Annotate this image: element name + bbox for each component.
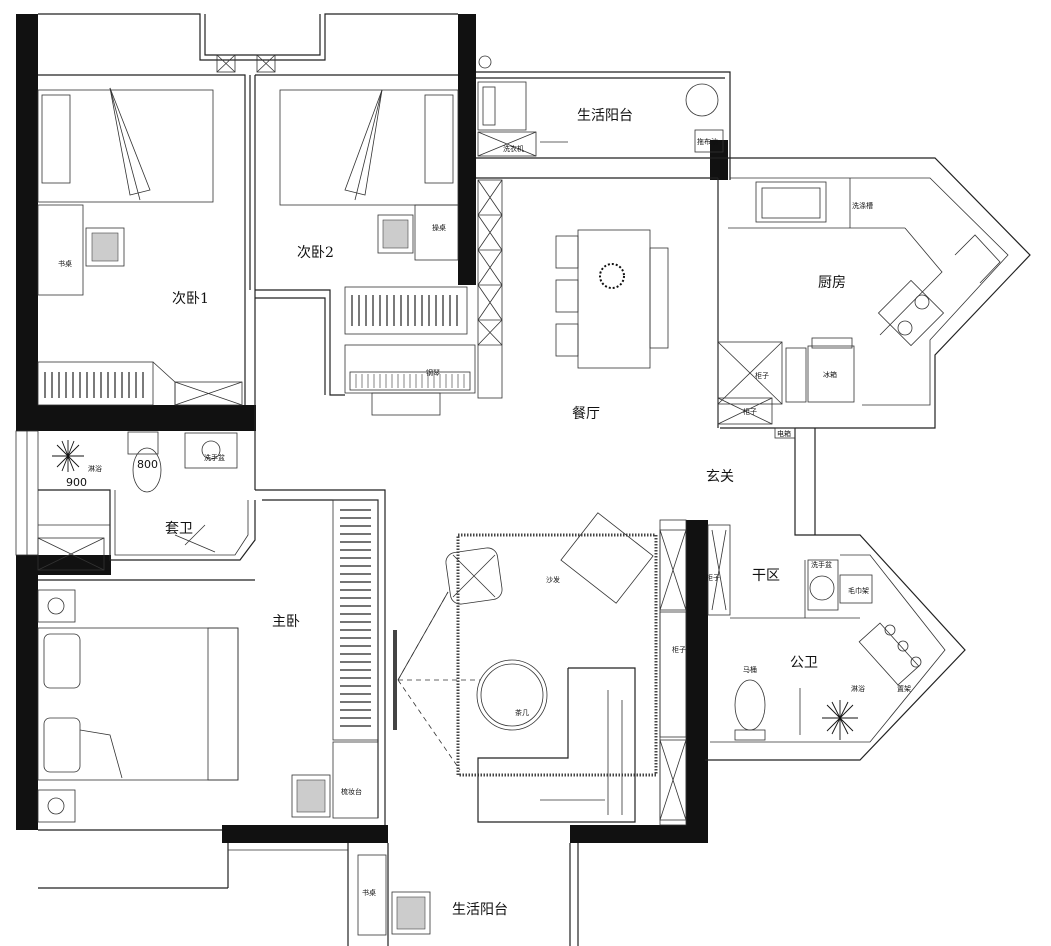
label-entrance: 玄关 [706,468,734,485]
walls [16,14,728,843]
label-shower-width: 900 [66,476,87,489]
label-shower-ensuite: 淋浴 [88,464,102,473]
label-dry-area: 干区 [752,568,780,584]
label-cabinet-kitchen2: 柜子 [743,407,757,416]
label-makeup-table: 梳妆台 [341,787,362,796]
label-toilet-width: 800 [137,458,158,471]
room-labels: 生活阳台 次卧2 次卧1 厨房 餐厅 玄关 套卫 干区 主卧 公卫 生活阳台 [165,108,846,918]
kitchen [717,178,1001,439]
label-balcony-top: 生活阳台 [577,108,633,124]
outline [15,13,1031,946]
label-mop-pool: 拖布池 [697,137,718,146]
label-sink-dry: 洗手盆 [811,560,832,569]
dining-table [555,229,669,369]
bedroom2 [279,89,476,416]
top-balcony [477,81,724,399]
label-ensuite: 套卫 [165,521,193,537]
label-dining: 餐厅 [572,406,600,422]
label-elec-box: 电箱 [777,429,791,438]
label-wash-tank: 洗涤槽 [852,201,873,210]
label-bedroom1: 次卧1 [172,291,209,307]
label-cabinet2: 柜子 [672,645,686,654]
label-shower-public: 淋浴 [851,684,865,693]
label-master: 主卧 [272,614,300,630]
label-sofa: 沙发 [546,575,560,584]
label-sink-ensuite: 洗手盆 [204,453,225,462]
label-coffee-table: 茶几 [515,708,529,717]
label-fridge: 冰箱 [823,370,837,379]
label-shelf: 置架 [897,685,911,693]
label-public-bath: 公卫 [790,655,818,671]
bottom-balcony [357,854,431,936]
label-piano: 钢琴 [426,368,440,377]
public-bath [730,559,922,741]
label-cabinet1: 柜子 [706,573,720,582]
living-room [397,512,727,823]
label-desk1: 书桌 [58,259,72,268]
fixture-labels: 书桌 操桌 钢琴 洗衣机 拖布池 洗涤槽 冰箱 柜子 柜子 电箱 淋浴 洗手盆 … [58,137,911,897]
label-towel: 毛巾架 [848,586,869,595]
label-desk2: 操桌 [432,223,446,232]
bedroom1 [37,87,243,406]
label-cabinet-kitchen: 柜子 [755,371,769,380]
label-toilet: 马桶 [743,665,757,674]
label-kitchen: 厨房 [818,275,846,291]
label-washer: 洗衣机 [503,144,524,153]
label-desk-balcony: 书桌 [362,888,376,897]
label-balcony-bottom: 生活阳台 [452,902,508,918]
ensuite-bath [37,431,238,571]
partitions [38,74,731,826]
label-bedroom2: 次卧2 [297,245,334,261]
master-bedroom [37,499,397,823]
